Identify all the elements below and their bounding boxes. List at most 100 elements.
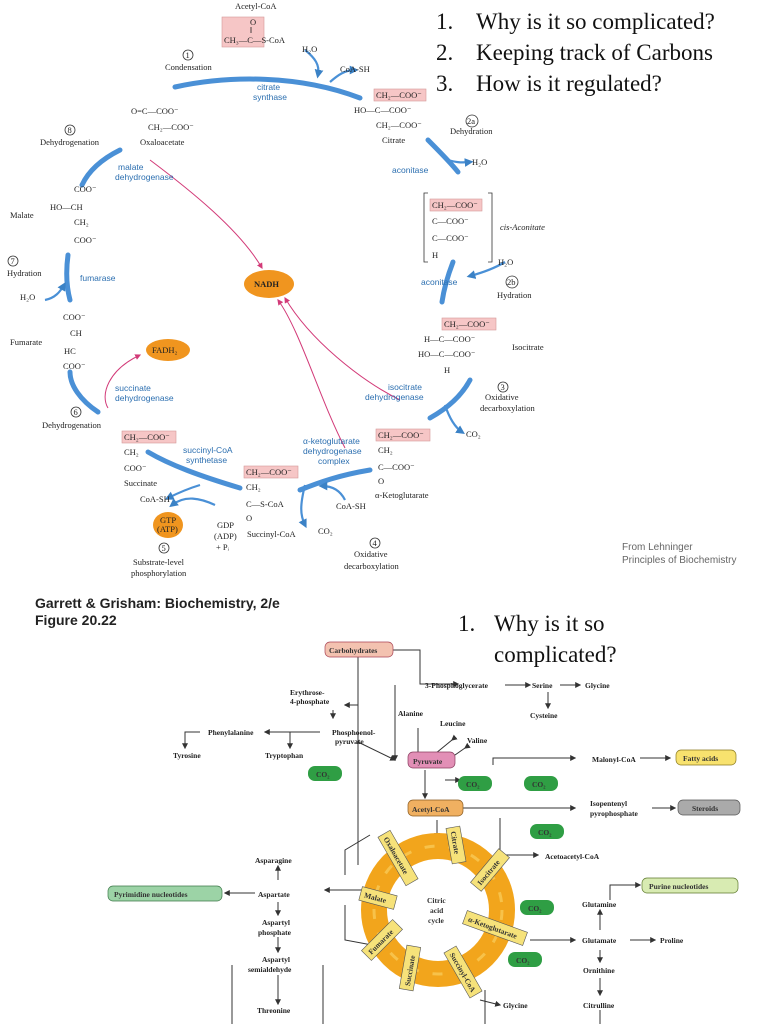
svg-text:H—C—COO⁻: H—C—COO⁻ <box>424 334 476 344</box>
svg-text:O: O <box>246 513 252 523</box>
enzyme-akg-dh-2: dehydrogenase <box>303 446 362 456</box>
enzyme-succinate-dh-2: dehydrogenase <box>115 393 174 403</box>
node-pep-1: Phosphoenol- <box>332 728 376 737</box>
pyruvate-box <box>407 751 456 769</box>
bottom-question-line1: Why is it so <box>494 611 605 636</box>
co2-cloud-5: CO₂ <box>520 900 554 915</box>
step7-number: 7 <box>11 256 15 266</box>
svg-text:Citrate: Citrate <box>449 831 462 856</box>
enzyme-akg-dh-3: complex <box>318 456 350 466</box>
coash-out-arrow <box>329 65 359 83</box>
step1-circle <box>182 49 194 61</box>
step2b-number: 2b <box>507 277 516 287</box>
svg-text:HO—C—COO⁻: HO—C—COO⁻ <box>418 349 476 359</box>
h2o-in-arrow <box>304 49 324 79</box>
cycle-intermediate-malate: Malate <box>358 886 398 910</box>
step3-number: 3 <box>501 382 505 392</box>
metabolic-map-diagram: 1. Why is it so complicated? <box>107 611 741 1024</box>
enzyme-akg-dh-1: α-ketoglutarate <box>303 436 360 446</box>
steroids-label: Steroids <box>692 804 718 813</box>
node-cysteine: Cysteine <box>530 711 558 720</box>
bottom-question-line2: complicated? <box>494 642 617 667</box>
node-asp-p-1: Aspartyl <box>262 918 290 927</box>
node-tyr: Tyrosine <box>173 751 201 760</box>
node-asp: Aspartate <box>258 890 290 899</box>
h2o-step1: H₂O <box>302 44 317 54</box>
svg-text:CH₂—COO⁻: CH₂—COO⁻ <box>246 467 292 477</box>
nadh-arrow-akg <box>277 299 346 449</box>
node-orn: Ornithine <box>583 966 615 975</box>
step3-name2: decarboxylation <box>480 403 536 413</box>
svg-text:CH₂—COO⁻: CH₂—COO⁻ <box>376 90 422 100</box>
enzyme-isocitrate-dh-1: isocitrate <box>388 382 422 392</box>
step5-name: Substrate-level <box>133 557 185 567</box>
svg-text:CH₂—COO⁻: CH₂—COO⁻ <box>148 122 194 132</box>
node-serine: Serine <box>532 681 553 690</box>
svg-text:CH₂—COO⁻: CH₂—COO⁻ <box>432 200 478 210</box>
coash-out-step5-arrow <box>164 483 201 500</box>
akg-label: α-Ketoglutarate <box>375 490 429 500</box>
nadh-badge <box>244 270 294 298</box>
svg-text:CO₂: CO₂ <box>316 770 330 779</box>
cycle-intermediate-citrate: Citrate <box>445 825 467 865</box>
step4-number: 4 <box>373 538 378 548</box>
citric-acid-cycle-diagram: 1. Why is it so complicated? 2. Keeping … <box>7 1 736 578</box>
co2-cloud-3: CO₂ <box>524 776 558 791</box>
node-ipp-1: Isopentenyl <box>590 799 627 808</box>
svg-text:C—COO⁻: C—COO⁻ <box>378 462 415 472</box>
svg-text:H: H <box>432 250 438 260</box>
gtp-label: GTP <box>160 515 176 525</box>
co2-cloud-2: CO₂ <box>458 776 492 791</box>
svg-text:‖: ‖ <box>250 25 252 35</box>
question-1-text: Why is it so complicated? <box>476 9 715 34</box>
acetylcoa-bottom-label: Acetyl-CoA <box>412 805 450 814</box>
svg-text:CH₂—COO⁻: CH₂—COO⁻ <box>444 319 490 329</box>
arrow-step3 <box>427 377 473 421</box>
node-glu: Glutamate <box>582 936 617 945</box>
enzyme-malate-dh-1: malate <box>118 162 144 172</box>
acetylcoa-box <box>407 799 464 817</box>
coash-step5: CoA-SH <box>140 494 170 504</box>
co2-cloud-4: CO₂ <box>530 824 564 839</box>
step8-name: Dehydrogenation <box>40 137 100 147</box>
citrate-label: Citrate <box>382 135 405 145</box>
arrow-step2a <box>425 137 461 175</box>
node-ala: Alanine <box>398 709 424 718</box>
arrow-step5 <box>145 449 243 491</box>
source-title: Garrett & Grisham: Biochemistry, 2/e <box>35 595 280 611</box>
svg-text:CO₂: CO₂ <box>516 956 530 965</box>
enzyme-succinylcoa-synthetase-2: synthetase <box>186 455 227 465</box>
step1-name: Condensation <box>165 62 212 72</box>
svg-text:HO—C—COO⁻: HO—C—COO⁻ <box>354 105 412 115</box>
step5-name2: phosphorylation <box>131 568 187 578</box>
co2-step3: CO₂ <box>466 429 481 439</box>
svg-text:CO₂: CO₂ <box>528 904 542 913</box>
coash-in-step4-arrow <box>318 481 346 501</box>
cycle-intermediate-succinate: Succinate <box>398 944 422 992</box>
step6-number: 6 <box>74 407 78 417</box>
step3-name: Oxidative <box>485 392 519 402</box>
purine-box <box>641 877 739 894</box>
svg-text:HO—CH: HO—CH <box>50 202 83 212</box>
question-3-number: 3. <box>436 71 453 96</box>
svg-text:CH: CH <box>70 328 82 338</box>
enzyme-succinate-dh-1: succinate <box>115 383 151 393</box>
svg-text:CH₂: CH₂ <box>378 445 393 455</box>
acetylcoa-structure: CH₃—C—S-CoA <box>224 35 286 45</box>
enzyme-isocitrate-dh-2: dehydrogenase <box>365 392 424 402</box>
step4-name: Oxidative <box>354 549 388 559</box>
enzyme-citrate-synthase-2: synthase <box>253 92 287 102</box>
isocitrate-label: Isocitrate <box>512 342 544 352</box>
arrow-step8 <box>79 147 123 188</box>
source-figure: Figure 20.22 <box>35 612 117 628</box>
cis-aconitate-label: cis-Aconitate <box>500 222 545 232</box>
enzyme-succinylcoa-synthetase-1: succinyl-CoA <box>183 445 233 455</box>
pi-label: + Pᵢ <box>216 542 230 552</box>
question-2-text: Keeping track of Carbons <box>476 40 713 65</box>
svg-text:CH₂: CH₂ <box>74 217 89 227</box>
enzyme-malate-dh-2: dehydrogenase <box>115 172 174 182</box>
co2-cloud-1: CO₂ <box>308 766 342 781</box>
fadh2-badge <box>146 339 190 361</box>
fatty-acids-label: Fatty acids <box>683 754 718 763</box>
h2o-step2b: H₂O <box>498 257 513 267</box>
